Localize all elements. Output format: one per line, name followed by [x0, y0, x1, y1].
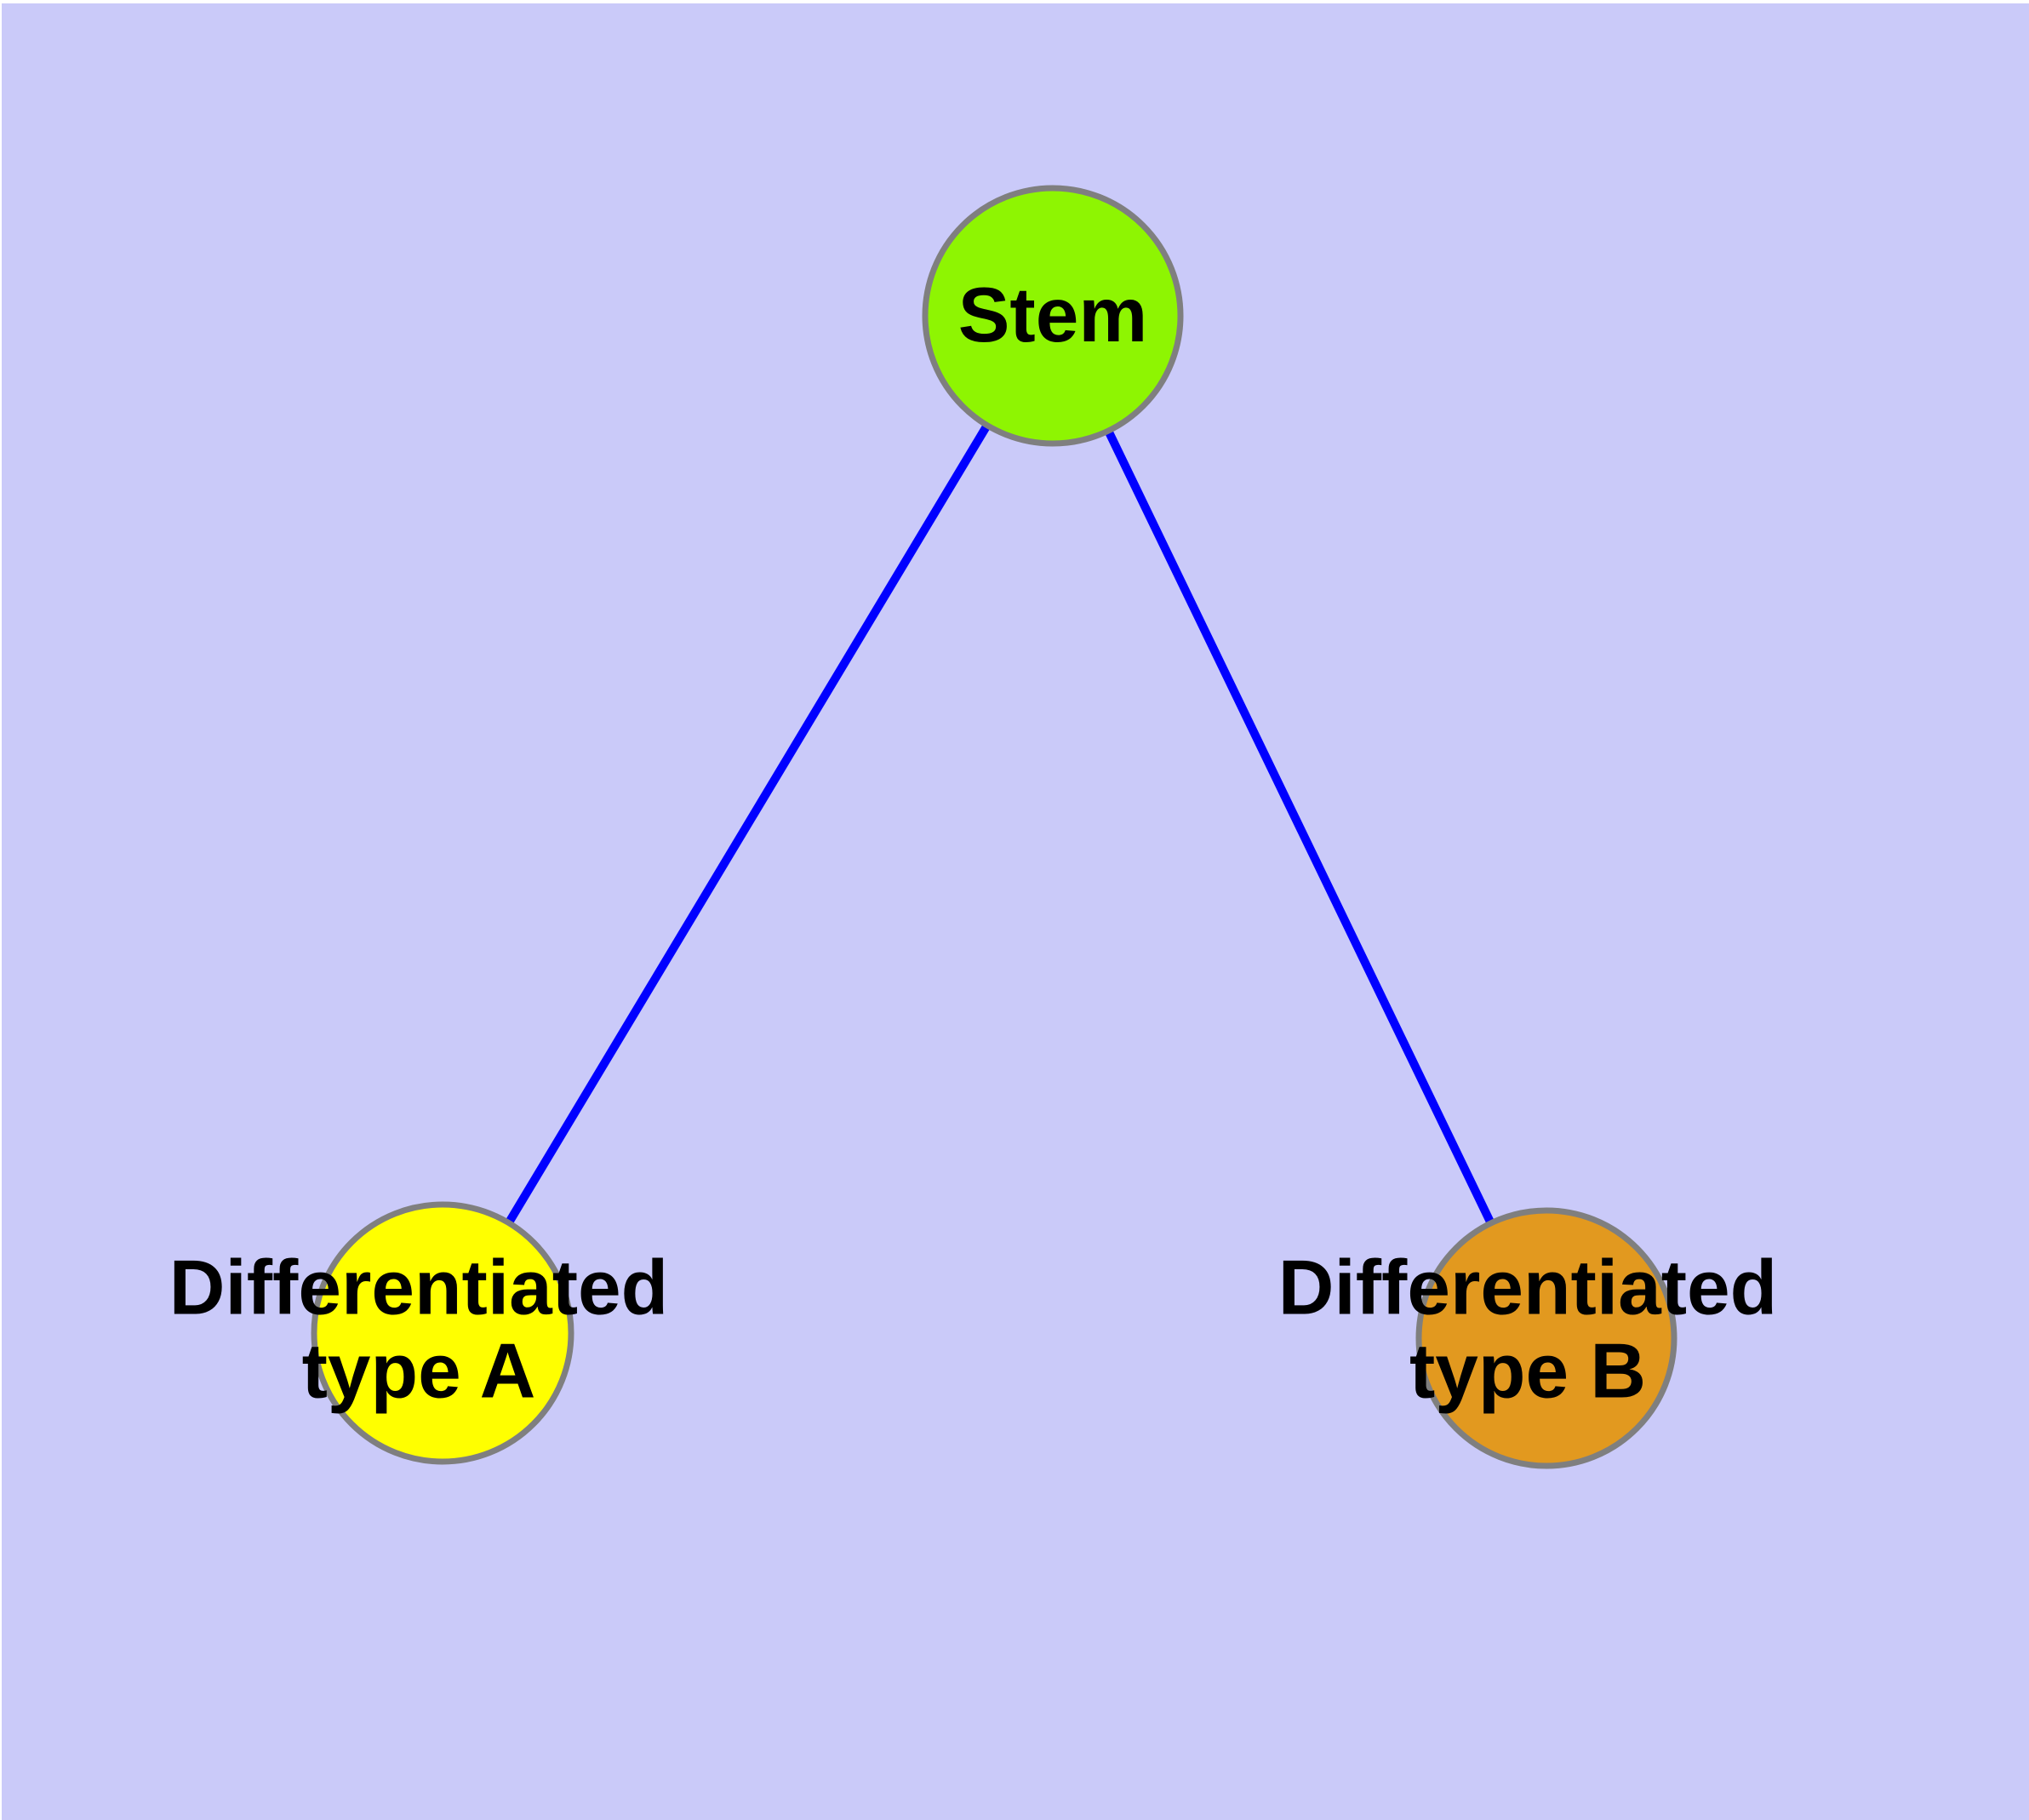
- edge-stem-to-type-a: [438, 313, 1057, 1336]
- node-type-b-circle[interactable]: [1415, 1207, 1677, 1469]
- node-type-a-label-line1: Differentiated: [169, 1245, 669, 1331]
- node-stem-label: Stem: [957, 272, 1148, 358]
- node-type-a-circle[interactable]: [311, 1201, 574, 1465]
- node-type-b-label-line1: Differentiated: [1277, 1245, 1778, 1331]
- node-type-a-label: Differentiated type A: [169, 1245, 669, 1415]
- node-stem-circle[interactable]: [922, 185, 1184, 447]
- node-type-b-label-line2: type B: [1409, 1329, 1647, 1415]
- edge-stem-to-type-b: [1049, 313, 1551, 1341]
- node-type-a-label-line2: type A: [301, 1329, 536, 1415]
- node-type-b-label: Differentiated type B: [1277, 1245, 1778, 1415]
